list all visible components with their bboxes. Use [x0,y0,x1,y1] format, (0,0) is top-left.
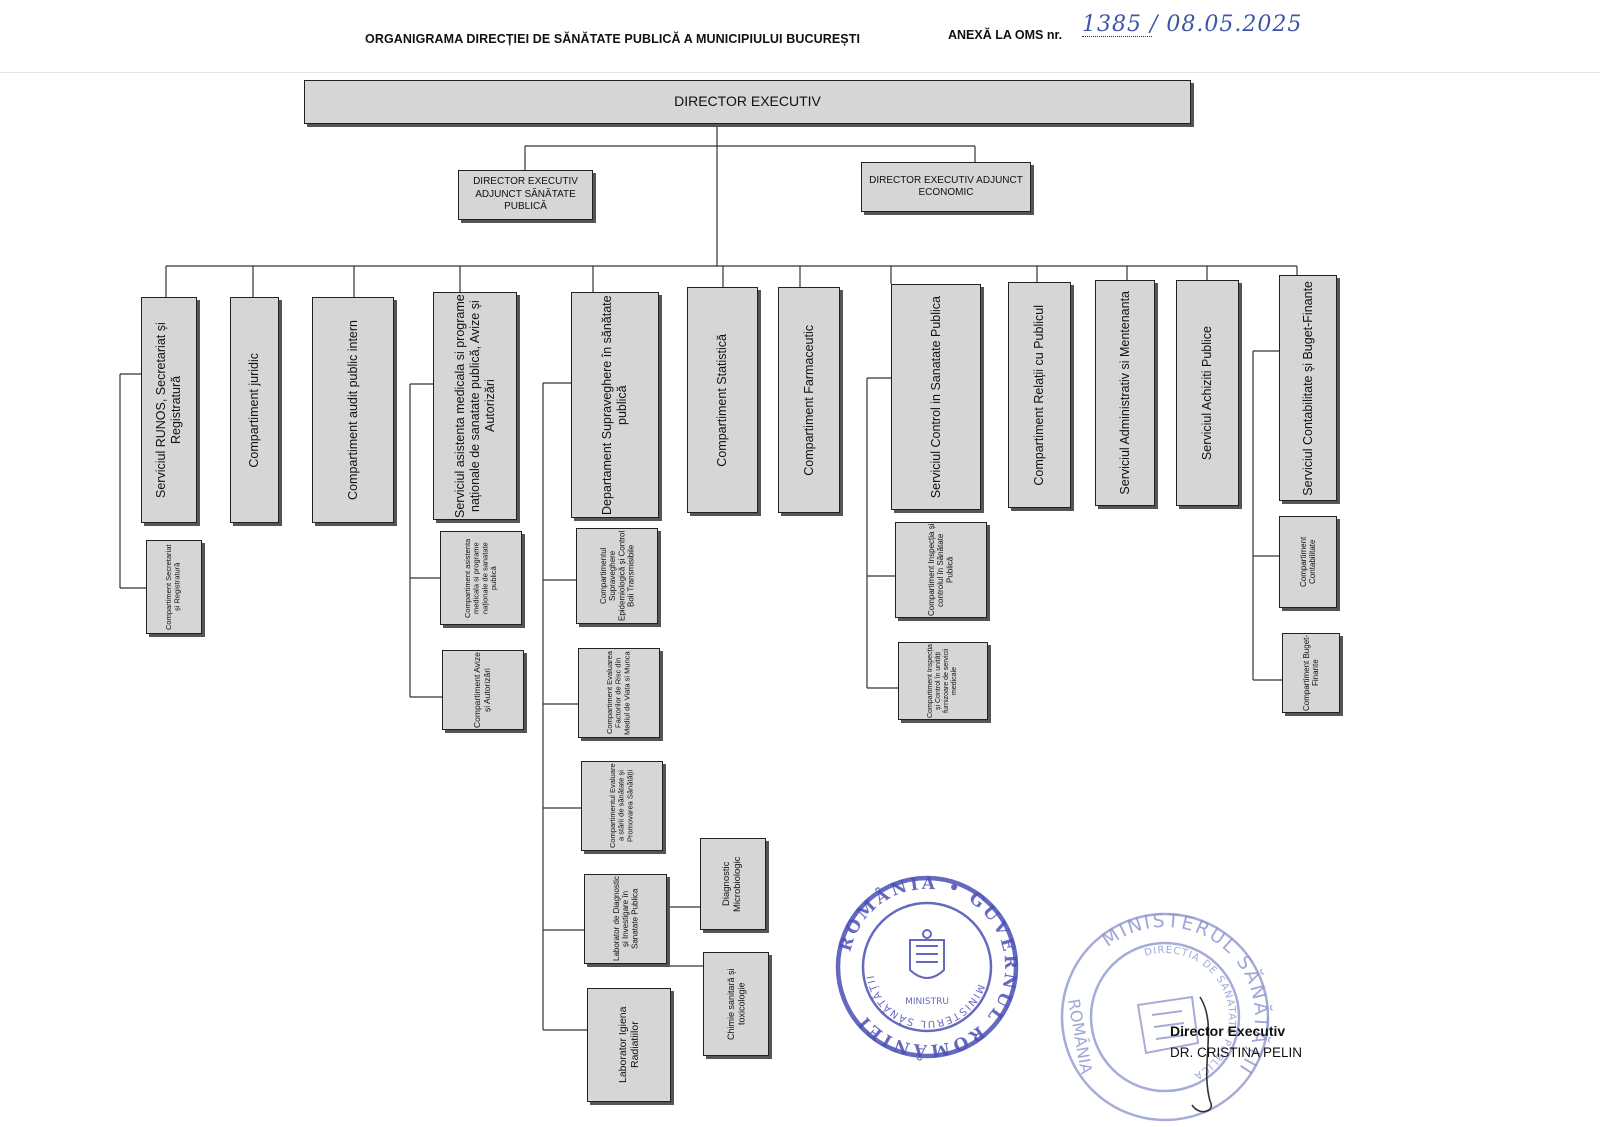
dept-contabilitate-box: Serviciul Contabilitate și Buget-Finante [1279,275,1337,501]
sub-laborator-box: Laborator de Diagnostic și Investigare î… [584,874,667,964]
sub-evaluare-stare-box: Compartimentul Evaluare a stării de sănă… [581,761,663,851]
deputy-public-health-label: DIRECTOR EXECUTIV ADJUNCT SĂNĂTATE PUBLI… [473,176,578,213]
sub-factori-risc-box: Compartiment Evaluarea Factorilor de Ris… [578,648,660,738]
sub-inspectie-sp-box: Compartiment Inspecția și controlul în S… [895,522,987,618]
dept-supraveghere-box: Departament Supraveghere în sănătate pub… [571,292,659,518]
sub-evaluare-stare-label: Compartimentul Evaluare a stării de sănă… [608,763,635,849]
deputy-public-health-box: DIRECTOR EXECUTIV ADJUNCT SĂNĂTATE PUBLI… [458,170,593,220]
sub-chimie-label: Chimie sanitară și toxicologie [725,968,746,1040]
director-executiv-label: DIRECTOR EXECUTIV [674,93,821,110]
sub-radiatii-box: Laborator Igiena Radiatiilor [587,988,671,1102]
dept-runos-box: Serviciul RUNOS, Secretariat și Registra… [141,297,197,523]
dept-supraveghere-label: Departament Supraveghere în sănătate pub… [600,295,629,515]
annex-dotted-line [1082,36,1152,37]
header-divider [0,72,1600,73]
page-title: ORGANIGRAMA DIRECȚIEI DE SĂNĂTATE PUBLIC… [365,32,861,46]
dept-farmaceutic-label: Compartiment Farmaceutic [801,324,816,476]
seal-center-text: MINISTRU [905,997,949,1007]
dept-juridic-box: Compartiment juridic [230,297,279,523]
sub-microbiologic-box: Diagnostic Microbiologic [700,838,766,930]
dept-farmaceutic-box: Compartiment Farmaceutic [778,287,840,513]
sub-secretariat-label: Compartiment Secretariat și Registratură [164,544,182,630]
dept-runos-label: Serviciul RUNOS, Secretariat și Registra… [154,322,183,498]
dept-statistica-box: Compartiment Statistică [687,287,758,513]
dept-achizitii-box: Serviciul Achiziti Publice [1176,280,1239,506]
dept-juridic-label: Compartiment juridic [247,352,261,468]
handwritten-signature-icon [1191,996,1213,1113]
dept-asistenta-box: Serviciul asistenta medicala si programe… [433,292,517,520]
sub-chimie-box: Chimie sanitară și toxicologie [703,952,769,1056]
sub-inspectie-unitati-box: Compartiment Inspecția și Control în uni… [898,642,988,720]
signature-name: DR. CRISTINA PELIN [1170,1045,1303,1060]
sub-avize-label: Compartiment Avize și Autorizări [472,652,492,728]
sub-asistenta-label: Compartiment asistenta medicala si progr… [462,538,498,618]
deputy-economic-box: DIRECTOR EXECUTIV ADJUNCT ECONOMIC [861,162,1031,212]
coat-of-arms-icon [909,929,945,979]
sub-epidemiologie-box: Compartimentul Supraveghere Epidemiologi… [576,528,658,624]
dept-achizitii-label: Serviciul Achiziti Publice [1200,325,1214,461]
dept-asistenta-label: Serviciul asistenta medicala si programe… [452,294,497,518]
dept-administrativ-label: Serviciul Administrativ si Mentenanta [1117,291,1132,495]
sub-secretariat-box: Compartiment Secretariat și Registratură [146,540,202,634]
sub-asistenta-box: Compartiment asistenta medicala si progr… [440,531,522,625]
sub-buget-label: Compartiment Buget-Finante [1301,634,1320,712]
page-header: ORGANIGRAMA DIRECȚIEI DE SĂNĂTATE PUBLIC… [0,12,1600,73]
ministry-seal-stamp: ROMÂNIA • GUVERNUL ROMÂNIEI MINISTERUL S… [836,874,1019,1061]
annex-number-handwritten: 1385 / 08.05.2025 [1082,12,1303,37]
dsp-round-stamp: MINISTERUL SĂNĂTĂȚII DIRECTIA DE SANATAT… [1060,910,1272,1122]
sub-epidemiologie-label: Compartimentul Supraveghere Epidemiologi… [598,530,636,622]
sub-buget-box: Compartiment Buget-Finante [1282,633,1340,713]
signature-role: Director Executiv [1170,1023,1286,1039]
sub-avize-box: Compartiment Avize și Autorizări [442,650,524,730]
director-executiv-box: DIRECTOR EXECUTIV [304,80,1191,124]
dept-contabilitate-label: Serviciul Contabilitate și Buget-Finante [1300,280,1315,496]
sub-contabilitate-label: Compartiment Contabilitate [1298,536,1317,588]
dept-statistica-label: Compartiment Statistică [715,333,729,467]
dept-administrativ-box: Serviciul Administrativ si Mentenanta [1095,280,1155,506]
dept-relatii-box: Compartiment Relații cu Publicul [1008,282,1071,508]
deputy-economic-label: DIRECTOR EXECUTIV ADJUNCT ECONOMIC [869,174,1023,199]
dept-control-box: Serviciul Control in Sanatate Publica [891,284,981,510]
sub-contabilitate-box: Compartiment Contabilitate [1279,516,1337,608]
sub-microbiologic-label: Diagnostic Microbiologic [721,856,743,912]
sub-factori-risc-label: Compartiment Evaluarea Factorilor de Ris… [605,651,632,735]
signature-block: Director Executiv DR. CRISTINA PELIN [1170,1023,1302,1060]
dept-control-label: Serviciul Control in Sanatate Publica [928,295,943,499]
dept-audit-box: Compartiment audit public intern [312,297,394,523]
sub-radiatii-label: Laborator Igiena Radiatiilor [616,1006,641,1084]
dept-audit-label: Compartiment audit public intern [345,320,360,500]
dept-relatii-label: Compartiment Relații cu Publicul [1032,304,1046,486]
sub-laborator-label: Laborator de Diagnostic și Investigare î… [611,876,640,962]
sub-inspectie-sp-label: Compartiment Inspecția și controlul în S… [927,523,955,617]
sub-inspectie-unitati-label: Compartiment Inspecția și Control în uni… [926,644,959,718]
annex-label: ANEXĂ LA OMS nr. [948,28,1063,42]
dsp-coat-of-arms-icon [1136,995,1200,1055]
